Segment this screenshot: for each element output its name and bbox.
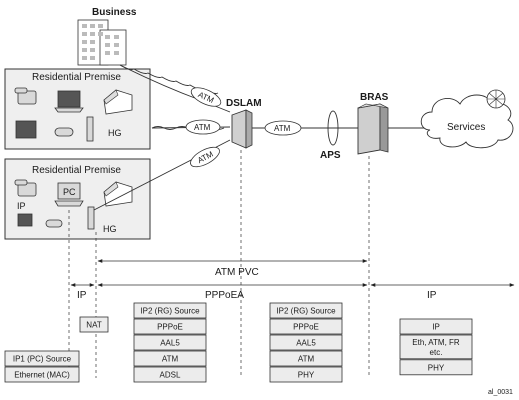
stack-layer <box>399 334 473 360</box>
stack-layer <box>4 366 80 383</box>
aps-ring <box>327 110 339 146</box>
laptop-icon <box>54 90 84 113</box>
stack-layer-label: AAL5 <box>296 339 316 348</box>
protocol-stack-nat: NAT <box>79 316 109 333</box>
pc-icon <box>54 182 84 207</box>
stack-layer-label: PHY <box>298 371 315 380</box>
stack-layer <box>269 302 343 319</box>
gamepad-icon <box>45 219 63 228</box>
stack-layer <box>399 359 473 376</box>
hg-bottom-label: HG <box>103 224 117 234</box>
dslam-label: DSLAM <box>226 98 262 109</box>
stack-layer-label: ADSL <box>160 371 181 380</box>
stack-layer-label: ATM <box>298 355 315 364</box>
stack-layer-label: PPPoE <box>157 323 183 332</box>
stack-layer-label: IP1 (PC) Source <box>13 355 72 364</box>
services-cloud <box>420 94 514 149</box>
bras-label: BRAS <box>360 92 389 103</box>
atm-top-ellipse <box>185 119 221 135</box>
home-gateway-top-icon <box>86 116 94 142</box>
house-icon <box>103 89 133 115</box>
stack-layer-label: IP2 (RG) Source <box>276 307 336 316</box>
atm-pvc-label: ATM PVC <box>215 267 259 278</box>
globe-icon <box>486 89 506 109</box>
stack-layer <box>79 316 109 333</box>
ip-right-label: IP <box>427 290 437 301</box>
dashed-guides <box>68 150 370 378</box>
business-label: Business <box>92 7 137 18</box>
stack-layer <box>133 302 207 319</box>
pc-label: PC <box>63 187 76 197</box>
ip-left-label: IP <box>77 290 87 301</box>
stack-layer <box>269 366 343 383</box>
atm-business-ellipse <box>190 87 222 107</box>
pppoea-label: PPPoEA <box>205 290 244 301</box>
hg-top-label: HG <box>108 128 122 138</box>
stack-layer <box>133 334 207 351</box>
residential-premise-top-label: Residential Premise <box>32 72 121 83</box>
services-label: Services <box>447 122 485 133</box>
residential-premise-bottom-label: Residential Premise <box>32 165 121 176</box>
stack-layer <box>269 318 343 335</box>
tv-icon <box>15 120 37 139</box>
ip-small-label: IP <box>17 201 26 211</box>
phone-icon <box>14 179 37 197</box>
stack-layer-label: IP <box>432 323 440 332</box>
phone-icon <box>14 87 37 105</box>
tv-icon <box>17 213 33 227</box>
stack-layer <box>269 334 343 351</box>
figure-id-label: al_0031 <box>488 389 513 396</box>
gamepad-icon <box>54 127 74 137</box>
stack-layer-label: etc. <box>430 348 443 357</box>
atm-top-label: ATM <box>194 123 211 132</box>
aps-label: APS <box>320 150 341 161</box>
stack-layer <box>269 350 343 367</box>
business-building-icon <box>77 19 127 66</box>
stack-layer <box>133 350 207 367</box>
stack-layer-label: AAL5 <box>160 339 180 348</box>
stack-layer-label: PPPoE <box>293 323 319 332</box>
stack-layer <box>133 366 207 383</box>
stack-layer-label: Eth, ATM, FR <box>412 338 460 347</box>
stack-layer <box>399 318 473 335</box>
dslam-icon <box>231 109 253 149</box>
stack-layer <box>4 350 80 367</box>
atm-bottom-ellipse <box>190 146 220 168</box>
stack-layer <box>133 318 207 335</box>
bras-icon <box>357 103 389 155</box>
stack-layer-label: PHY <box>428 363 445 372</box>
stack-layer-label: IP2 (RG) Source <box>140 307 200 316</box>
stack-layer-label: NAT <box>86 321 102 330</box>
stack-layer-label: ATM <box>162 355 179 364</box>
atm-dslam-bras-label: ATM <box>274 124 291 133</box>
home-gateway-bottom-icon <box>87 206 95 230</box>
stack-layer-label: Ethernet (MAC) <box>14 371 70 380</box>
atm-dslam-bras-ellipse <box>264 120 302 136</box>
